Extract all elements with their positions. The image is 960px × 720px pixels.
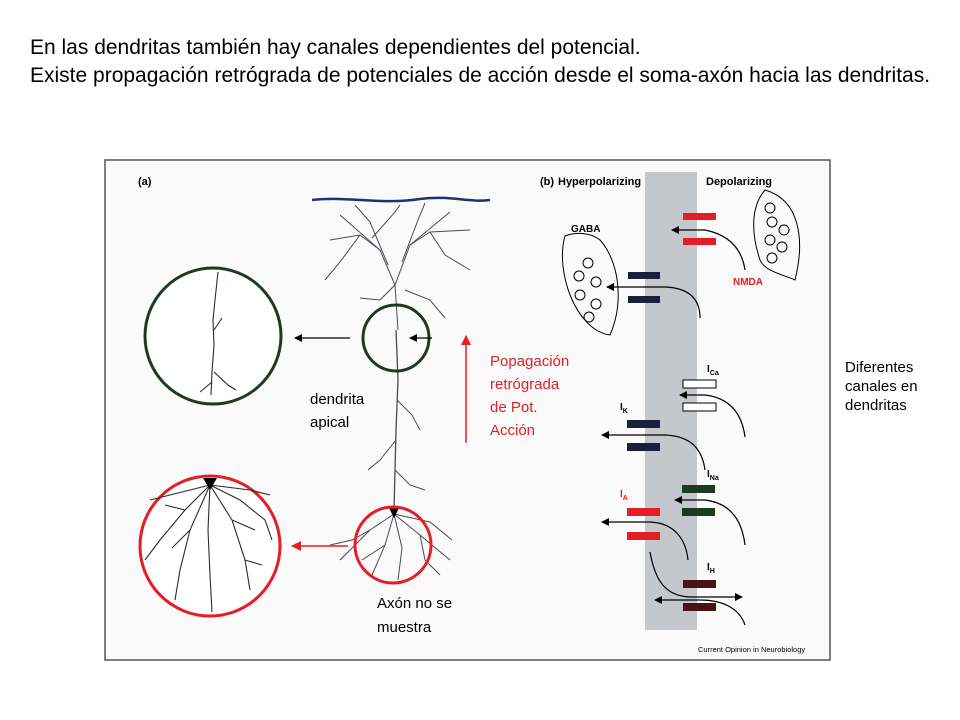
ina-flux-arrow [674, 496, 746, 546]
ina-channel [682, 485, 715, 516]
gaba-label: GABA [571, 224, 600, 235]
dendrite-apical-label: dendrita apical [310, 391, 368, 431]
ica-channel [682, 379, 717, 412]
zoom-circle-dendrite-large [143, 266, 283, 406]
ih-channel [683, 580, 716, 611]
panel-a-label: (a) [138, 176, 152, 188]
ih-label: IH [707, 562, 715, 575]
pyramidal-neuron [311, 196, 491, 581]
slide-heading: En las dendritas también hay canales dep… [30, 34, 942, 90]
ia-label: IA [620, 489, 628, 502]
ik-channel [627, 420, 660, 451]
backprop-label: Popagación retrógrada de Pot. Acción [490, 353, 573, 439]
side-note-line-3: dendritas [845, 397, 907, 414]
ica-label: ICa [707, 364, 719, 377]
soma-zoom-body [203, 478, 217, 490]
panel-b-label: (b) [540, 176, 554, 188]
heading-line-2: Existe propagación retrógrada de potenci… [30, 64, 931, 87]
membrane [645, 172, 697, 630]
soma-zoom-detail [144, 484, 273, 613]
ih-flux-arrow-out [654, 596, 746, 626]
side-note: Diferentes canales en dendritas [845, 358, 918, 415]
side-note-line-1: Diferentes [845, 359, 914, 376]
zoom-circle-soma-small [353, 505, 433, 585]
gaba-flux-arrow [606, 283, 701, 319]
depolarizing-header: Depolarizing [706, 176, 772, 188]
ih-flux-arrow-in [649, 551, 743, 601]
ia-flux-arrow [601, 518, 689, 561]
nmda-label: NMDA [733, 277, 763, 288]
soma [389, 508, 399, 518]
ica-flux-arrow [679, 391, 746, 438]
gaba-vesicles [573, 257, 602, 323]
dendrite-zoom-detail [199, 271, 237, 396]
heading-line-1: En las dendritas también hay canales dep… [30, 36, 641, 59]
ina-label: INa [707, 469, 719, 482]
side-note-line-2: canales en [845, 378, 918, 395]
gaba-terminal [561, 232, 619, 336]
figure-credit: Current Opinion in Neurobiology [698, 645, 805, 654]
ik-flux-arrow [601, 431, 706, 471]
hyperpolarizing-header: Hyperpolarizing [558, 176, 641, 188]
gaba-channel [628, 272, 660, 303]
nmda-terminal [753, 189, 801, 281]
nmda-vesicles [764, 202, 790, 264]
nmda-channel [683, 213, 716, 245]
ik-label: IK [620, 402, 628, 415]
ia-channel [627, 508, 660, 540]
nmda-flux-arrow [671, 226, 746, 271]
zoom-circle-soma-large [138, 474, 282, 618]
axon-label: Axón no se muestra [377, 595, 456, 636]
